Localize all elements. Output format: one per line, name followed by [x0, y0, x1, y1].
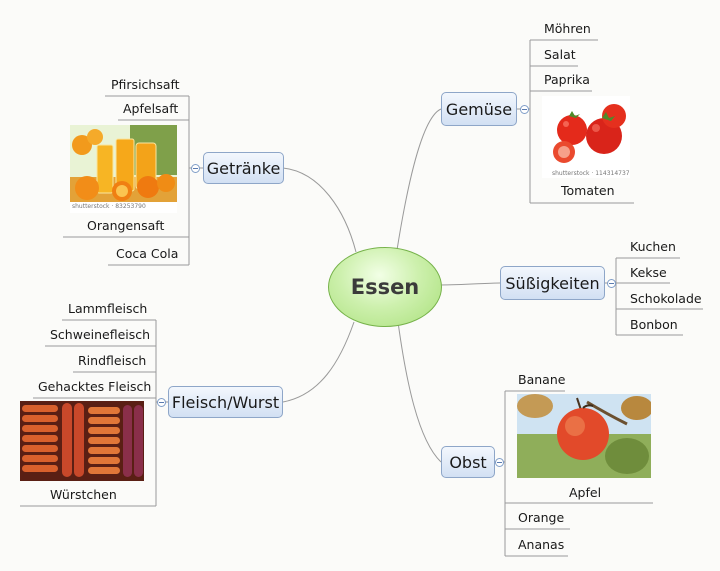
topic-suess-label: Süßigkeiten	[505, 273, 600, 293]
subtopic-kekse[interactable]: Kekse	[630, 265, 667, 280]
subtopic-schweinefleisch[interactable]: Schweinefleisch	[50, 327, 151, 342]
collapse-toggle-fleisch[interactable]	[157, 398, 166, 407]
subtopic-coca-cola[interactable]: Coca Cola	[116, 246, 179, 261]
sausages-image	[20, 401, 144, 481]
subtopic-paprika[interactable]: Paprika	[544, 72, 590, 87]
subtopic-bonbon[interactable]: Bonbon	[630, 317, 678, 332]
topic-obst[interactable]: Obst	[441, 446, 495, 478]
image-caption-tomaten: shutterstock · 114314737	[552, 170, 630, 177]
central-topic-label: Essen	[350, 275, 420, 299]
subtopic-salat[interactable]: Salat	[544, 47, 576, 62]
connector-fleisch	[282, 321, 355, 403]
subtopic-rindfleisch[interactable]: Rindfleisch	[78, 353, 147, 368]
collapse-toggle-getraenke[interactable]	[191, 164, 200, 173]
collapse-toggle-gemuese[interactable]	[520, 105, 529, 114]
topic-getraenke-label: Getränke	[206, 158, 281, 178]
image-caption-orangensaft: shutterstock · 83253790	[72, 203, 146, 210]
topic-suessigkeiten[interactable]: Süßigkeiten	[500, 266, 605, 300]
topic-obst-label: Obst	[449, 452, 487, 472]
subtopic-orangensaft[interactable]: Orangensaft	[87, 218, 165, 233]
subtopic-pfirsichsaft[interactable]: Pfirsichsaft	[111, 77, 180, 92]
topic-fleisch-wurst[interactable]: Fleisch/Wurst	[168, 386, 283, 418]
topic-gemuese[interactable]: Gemüse	[441, 92, 517, 126]
central-topic[interactable]: Essen	[328, 247, 442, 327]
subtopic-kuchen[interactable]: Kuchen	[630, 239, 676, 254]
subtopic-tomaten[interactable]: Tomaten	[561, 183, 615, 198]
subtopic-apfelsaft[interactable]: Apfelsaft	[123, 101, 179, 116]
subtopic-banane[interactable]: Banane	[518, 372, 566, 387]
subtopic-ananas[interactable]: Ananas	[518, 537, 565, 552]
collapse-toggle-obst[interactable]	[495, 458, 504, 467]
connector-gemuese	[396, 108, 442, 251]
topic-gemuese-label: Gemüse	[445, 99, 513, 119]
apple-image	[517, 394, 651, 478]
subtopic-schokolade[interactable]: Schokolade	[630, 291, 702, 306]
topic-getraenke[interactable]: Getränke	[203, 152, 284, 184]
subtopic-wuerstchen[interactable]: Würstchen	[50, 487, 117, 502]
subtopic-moehren[interactable]: Möhren	[544, 21, 591, 36]
topic-fleisch-label: Fleisch/Wurst	[171, 392, 280, 412]
subtopic-apfel[interactable]: Apfel	[569, 485, 602, 500]
connector-obst	[397, 321, 442, 463]
subtopic-lammfleisch[interactable]: Lammfleisch	[68, 301, 148, 316]
connector-suess	[439, 282, 501, 286]
collapse-toggle-suess[interactable]	[607, 279, 616, 288]
tomatoes-image: shutterstock · 114314737	[542, 96, 630, 178]
orange-juice-image: shutterstock · 83253790	[70, 125, 177, 213]
connector-getraenke	[282, 167, 357, 253]
subtopic-gehacktes-fleisch[interactable]: Gehacktes Fleisch	[38, 379, 152, 394]
subtopic-orange[interactable]: Orange	[518, 510, 565, 525]
